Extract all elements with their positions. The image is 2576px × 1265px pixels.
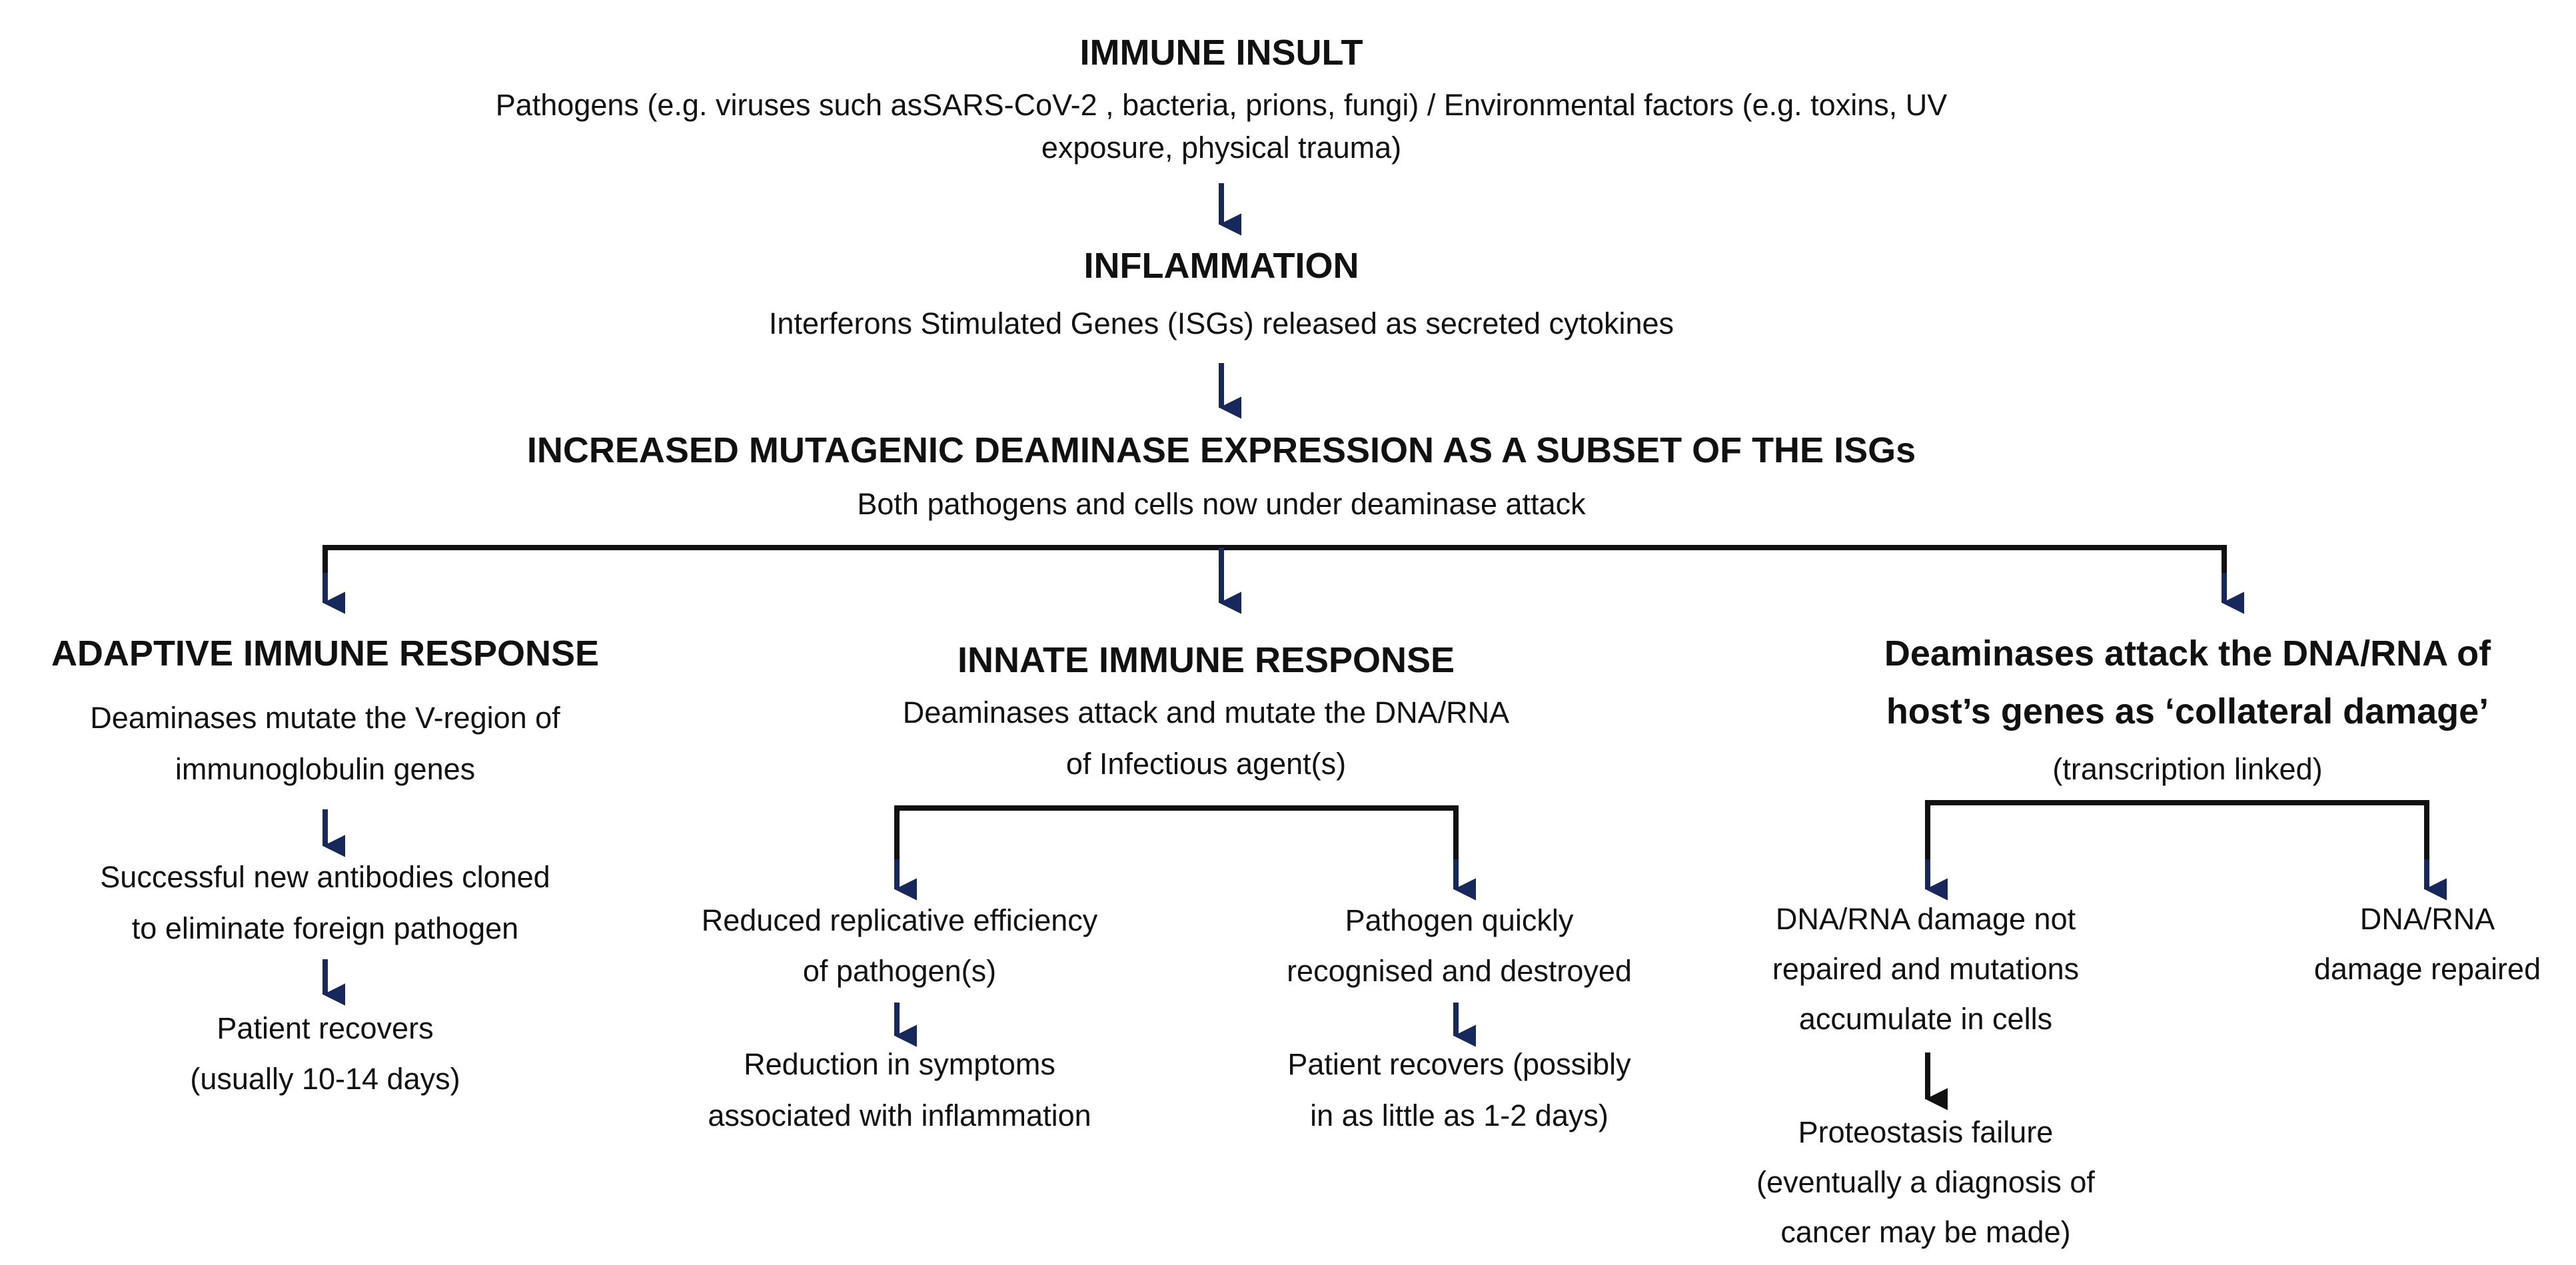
adaptive-desc-1: Deaminases mutate the V-region of	[90, 701, 560, 735]
innate-left2-line2: associated with inflammation	[708, 1098, 1091, 1132]
immune-insult-line1: Pathogens (e.g. viruses such asSARS-CoV-…	[495, 88, 1948, 122]
immune-insult-line2: exposure, physical trauma)	[1041, 131, 1402, 165]
main-branch-bar	[322, 545, 2227, 594]
innate-title: INNATE IMMUNE RESPONSE	[957, 640, 1455, 680]
immune-insult-title: IMMUNE INSULT	[1079, 33, 1363, 73]
innate-right-line2: recognised and destroyed	[1287, 954, 1632, 988]
collateral-branch-bar	[1925, 800, 2429, 879]
collateral-left-line2: repaired and mutations	[1772, 952, 2080, 986]
innate-right2-line2: in as little as 1-2 days)	[1310, 1098, 1609, 1132]
deaminase-expression-title: INCREASED MUTAGENIC DEAMINASE EXPRESSION…	[526, 430, 1916, 470]
collateral-title-1: Deaminases attack the DNA/RNA of	[1884, 633, 2491, 673]
collateral-right-line1: DNA/RNA	[2359, 902, 2495, 936]
innate-branch-bar	[894, 805, 1459, 881]
inflammation-line1: Interferons Stimulated Genes (ISGs) rele…	[768, 306, 1674, 340]
adaptive-step2-line2: (usually 10-14 days)	[190, 1062, 460, 1096]
innate-left-line2: of pathogen(s)	[802, 954, 997, 988]
innate-desc-2: of Infectious agent(s)	[1065, 747, 1347, 781]
collateral-left2-line1: Proteostasis failure	[1798, 1115, 2054, 1149]
collateral-left-line3: accumulate in cells	[1798, 1002, 2053, 1036]
adaptive-step1-line2: to eliminate foreign pathogen	[131, 911, 519, 945]
collateral-note: (transcription linked)	[2052, 752, 2323, 786]
adaptive-step1-line1: Successful new antibodies cloned	[100, 860, 550, 894]
deaminase-expression-line1: Both pathogens and cells now under deami…	[857, 487, 1586, 521]
inflammation-title: INFLAMMATION	[1083, 246, 1359, 286]
adaptive-title: ADAPTIVE IMMUNE RESPONSE	[51, 633, 600, 673]
adaptive-step2-line1: Patient recovers	[217, 1011, 434, 1045]
collateral-left-line1: DNA/RNA damage not	[1775, 902, 2076, 936]
innate-right2-line1: Patient recovers (possibly	[1287, 1047, 1631, 1081]
adaptive-desc-2: immunoglobulin genes	[175, 752, 476, 786]
collateral-left2-line2: (eventually a diagnosis of	[1756, 1165, 2095, 1199]
collateral-left2-line3: cancer may be made)	[1780, 1215, 2071, 1249]
innate-desc-1: Deaminases attack and mutate the DNA/RNA	[902, 695, 1510, 729]
collateral-right-line2: damage repaired	[2313, 952, 2541, 986]
innate-left2-line1: Reduction in symptoms	[744, 1047, 1055, 1081]
innate-right-line1: Pathogen quickly	[1345, 903, 1574, 937]
innate-left-line1: Reduced replicative efficiency	[701, 903, 1098, 937]
collateral-title-2: host’s genes as ‘collateral damage’	[1886, 691, 2489, 731]
